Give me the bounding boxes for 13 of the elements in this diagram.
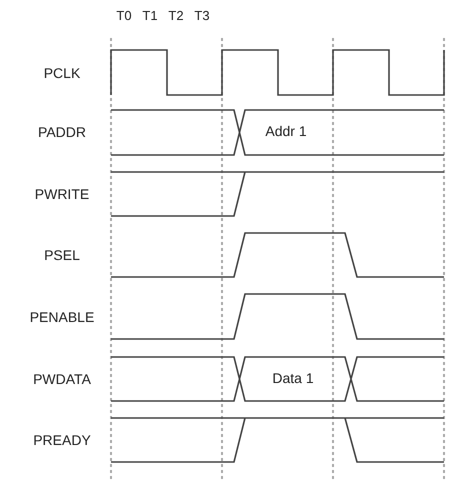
time-label: T2 <box>168 8 184 24</box>
signal-name: PWDATA <box>33 371 91 387</box>
bus-value: Data 1 <box>272 370 314 386</box>
signal-name: PWRITE <box>34 186 90 202</box>
time-label: T1 <box>142 8 158 24</box>
signal-name: PADDR <box>38 124 86 140</box>
signal-name: PENABLE <box>30 309 94 325</box>
time-label: T3 <box>194 8 210 24</box>
signal-name: PCLK <box>44 65 80 81</box>
bus-value: Addr 1 <box>265 123 307 139</box>
signal-name: PSEL <box>44 247 80 263</box>
signal-name: PREADY <box>33 432 91 448</box>
time-label: T0 <box>116 8 132 24</box>
